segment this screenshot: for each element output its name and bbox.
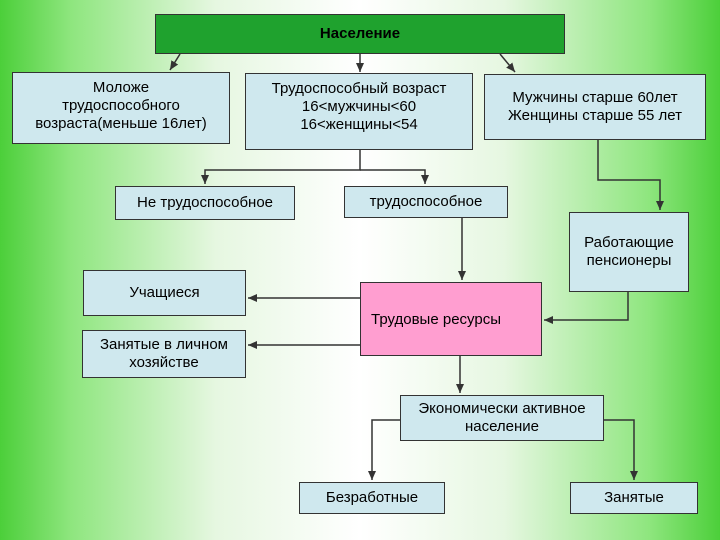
node-able: трудоспособное: [344, 186, 508, 218]
arrow-working-age-not-able: [201, 150, 361, 184]
node-younger: Моложе трудоспособного возраста(меньше 1…: [12, 72, 230, 144]
node-labor-resources: Трудовые ресурсы: [360, 282, 542, 356]
node-unemployed: Безработные: [299, 482, 445, 514]
node-population: Население: [155, 14, 565, 54]
node-working-age: Трудоспособный возраст 16<мужчины<60 16<…: [245, 73, 473, 150]
arrow-pensioners-labor: [544, 292, 629, 324]
node-older: Мужчины старше 60лет Женщины старше 55 л…: [484, 74, 706, 140]
node-employed: Занятые: [570, 482, 698, 514]
arrow-population-younger: [169, 53, 181, 71]
arrow-population-older: [499, 53, 516, 73]
arrow-active-employed: [604, 419, 638, 480]
node-students: Учащиеся: [83, 270, 246, 316]
arrow-working-age-able: [360, 169, 429, 184]
node-not-able: Не трудоспособное: [115, 186, 295, 220]
node-working-pensioners: Работающие пенсионеры: [569, 212, 689, 292]
arrow-active-unemployed: [368, 419, 400, 480]
node-economically-active: Экономически активное население: [400, 395, 604, 441]
node-household: Занятые в личном хозяйстве: [82, 330, 246, 378]
arrow-older-pensioners: [597, 140, 664, 210]
